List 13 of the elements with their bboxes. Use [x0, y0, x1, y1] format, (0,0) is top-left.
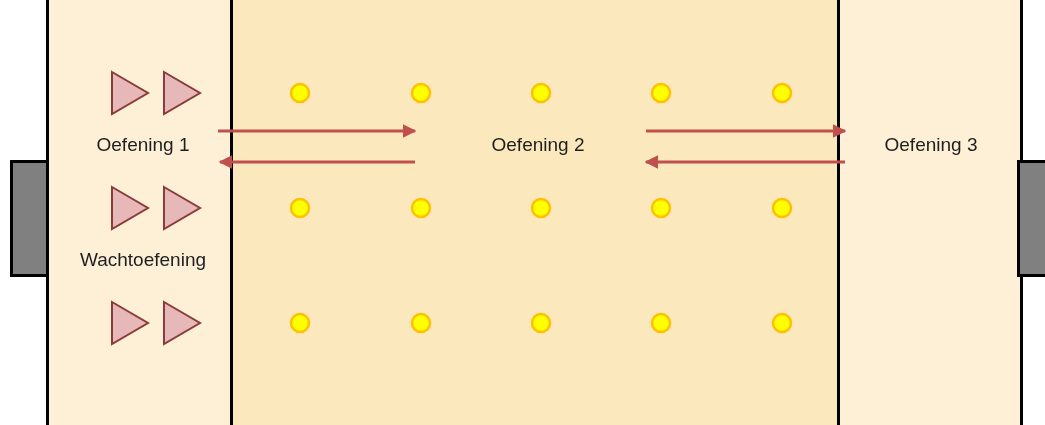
side-block [10, 160, 49, 277]
zone-label: Wachtoefening [80, 249, 206, 271]
zone-label: Oefening 2 [491, 134, 585, 156]
zone-label: Oefening 1 [96, 134, 190, 156]
zone-band [837, 0, 1023, 425]
zone-band [46, 0, 233, 425]
zone-label: Oefening 3 [884, 134, 978, 156]
arrow [218, 124, 417, 138]
zone-band [230, 0, 840, 425]
side-block [1017, 160, 1045, 277]
arrow [646, 124, 847, 138]
arrow [644, 155, 845, 169]
arrow [218, 155, 415, 169]
